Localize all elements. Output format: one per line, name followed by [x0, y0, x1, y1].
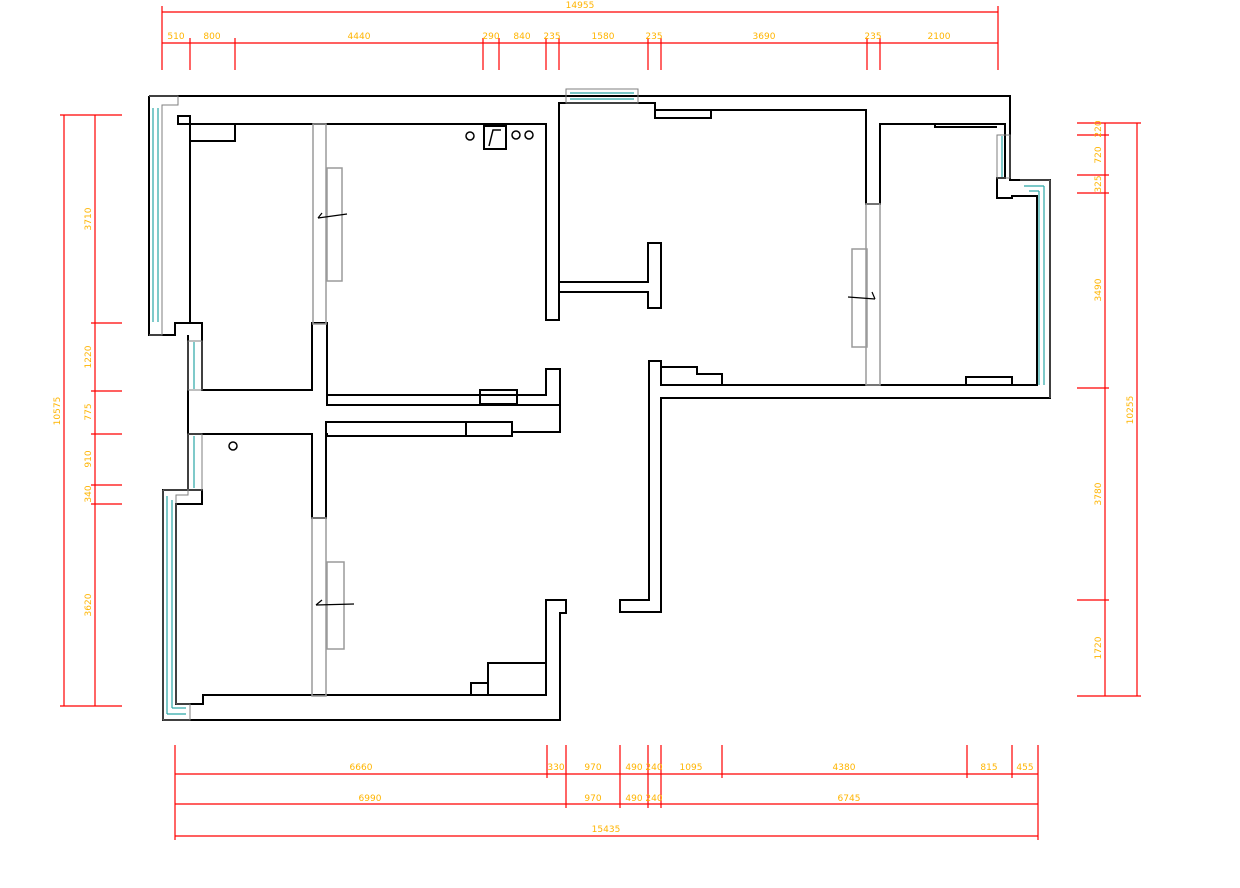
right-dimensions: 10255 220 720 325 3490 3780 1720 — [1077, 120, 1141, 697]
drain-icon — [228, 441, 238, 451]
dimension-label: 235 — [645, 32, 662, 42]
door-panel — [326, 167, 343, 282]
dimension-label: 1095 — [680, 763, 703, 773]
dimension-label: 6990 — [359, 794, 382, 804]
sliding-door-upper — [312, 123, 327, 325]
shelf — [470, 682, 489, 696]
dimension-label: 775 — [84, 403, 94, 420]
dimension-label: 220 — [1094, 120, 1104, 137]
dimension-label: 3710 — [84, 207, 94, 230]
door-panel — [326, 561, 345, 650]
fixtures — [228, 125, 534, 451]
dimension-label: 6660 — [350, 763, 373, 773]
burner-icon — [524, 130, 534, 140]
windows — [149, 88, 1051, 721]
top-dimensions: 14955 510 800 4440 290 840 235 1580 235 … — [161, 1, 999, 70]
left-dimensions: 10575 3710 1220 775 910 340 3620 — [53, 114, 122, 707]
dimension-label: 510 — [167, 32, 184, 42]
dimension-label: 1580 — [592, 32, 615, 42]
dimension-label: 3780 — [1094, 482, 1104, 505]
corridor-divider — [188, 421, 513, 519]
dimension-label: 3490 — [1094, 278, 1104, 301]
dimension-label: 800 — [203, 32, 220, 42]
dimension-label: 6745 — [838, 794, 861, 804]
window-left-lower — [162, 489, 191, 721]
dimension-label: 14955 — [566, 1, 595, 11]
dimension-label: 815 — [980, 763, 997, 773]
hall-wall — [513, 405, 561, 433]
window-left-upper — [149, 95, 179, 336]
sliding-door-right — [865, 203, 881, 386]
window-left-mid — [187, 340, 203, 391]
walls — [148, 95, 1051, 721]
burner-icon — [465, 131, 475, 141]
sliding-door-lower — [311, 517, 327, 697]
sliding-doors — [311, 123, 881, 697]
dimension-label: 15435 — [592, 825, 621, 835]
dimension-label: 490 — [625, 763, 642, 773]
dimension-label: 235 — [864, 32, 881, 42]
outer-wall-top — [148, 95, 1051, 613]
dimension-label: 455 — [1016, 763, 1033, 773]
window-top — [565, 88, 639, 104]
dimension-label: 240 — [645, 794, 662, 804]
bedroom-wall-detail — [934, 124, 997, 128]
dimension-label: 235 — [543, 32, 560, 42]
window-left-corridor — [187, 433, 203, 491]
bedroom-wall-detail-2 — [965, 376, 1013, 385]
window-right-bay — [1020, 179, 1051, 398]
dimension-label: 4380 — [833, 763, 856, 773]
dimension-label: 840 — [513, 32, 530, 42]
dimension-label: 3620 — [84, 593, 94, 616]
dimension-label: 325 — [1094, 175, 1104, 192]
dimension-label: 910 — [84, 450, 94, 467]
right-wing-inner — [661, 366, 723, 385]
burner-icon — [511, 130, 521, 140]
cabinet — [479, 389, 518, 405]
dimension-label: 490 — [625, 794, 642, 804]
dimension-label: 240 — [645, 763, 662, 773]
window-right-upper — [996, 134, 1011, 179]
bottom-dimensions: 6660 330 970 490 240 1095 4380 815 455 6… — [174, 745, 1039, 840]
dimension-label: 330 — [547, 763, 564, 773]
wardrobe — [487, 662, 546, 695]
dimension-label: 1220 — [84, 345, 94, 368]
dimension-label: 3690 — [753, 32, 776, 42]
dimension-label: 340 — [84, 485, 94, 502]
dimension-label: 10575 — [53, 397, 63, 426]
dimension-label: 2100 — [928, 32, 951, 42]
dimension-label: 970 — [584, 794, 601, 804]
dimension-label: 4440 — [348, 32, 371, 42]
dimension-label: 10255 — [1126, 396, 1136, 425]
dimension-label: 720 — [1094, 146, 1104, 163]
dimension-label: 1720 — [1094, 636, 1104, 659]
dimension-label: 290 — [482, 32, 499, 42]
outer-wall-left-lower — [188, 322, 561, 406]
kitchen-partition — [559, 242, 662, 309]
kitchen-wall — [559, 102, 712, 119]
dimension-label: 970 — [584, 763, 601, 773]
